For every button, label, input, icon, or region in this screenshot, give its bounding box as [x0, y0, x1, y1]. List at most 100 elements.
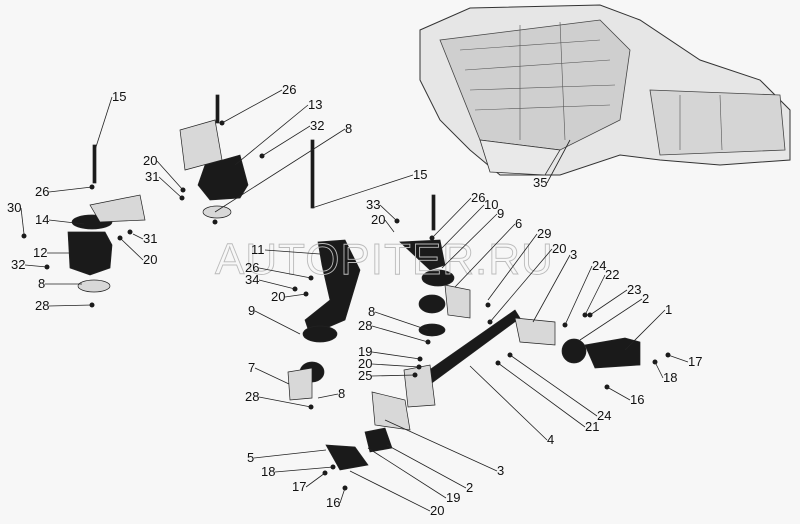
leader-line	[261, 125, 311, 157]
leader-line	[589, 289, 628, 316]
bracket-light-2	[89, 194, 146, 223]
bolt-15c	[92, 144, 97, 184]
callout-label: 12	[33, 245, 47, 260]
leader-line	[132, 233, 144, 240]
leader-line	[158, 176, 183, 199]
callout-label: 28	[358, 318, 372, 333]
leader-line	[497, 362, 586, 428]
plate-3	[403, 364, 436, 408]
callout-label: 9	[497, 206, 504, 221]
cushion-2	[561, 338, 587, 364]
callout-label: 14	[35, 212, 49, 227]
callout-label: 26	[282, 82, 296, 97]
bracket-1	[584, 337, 641, 369]
leader-line	[384, 219, 395, 233]
leader-line	[258, 279, 296, 290]
callout-label: 23	[627, 282, 641, 297]
callout-label: 26	[35, 184, 49, 199]
leader-line	[667, 354, 689, 363]
leader-line	[371, 325, 429, 343]
engine-assembly	[419, 4, 791, 176]
cushion-6	[418, 294, 446, 314]
callout-label: 3	[497, 463, 504, 478]
bolt-15d	[431, 194, 436, 231]
callout-label: 11	[251, 242, 265, 257]
leader-line	[584, 274, 606, 316]
callout-label: 7	[248, 360, 255, 375]
leader-line	[441, 213, 498, 269]
leader-line	[606, 386, 631, 401]
callout-label: 9	[248, 303, 255, 318]
callout-label: 8	[368, 304, 375, 319]
callout-label: 34	[245, 272, 259, 287]
callout-label: 20	[358, 356, 372, 371]
leader-line	[386, 444, 467, 489]
bracket-5	[325, 444, 369, 471]
parts	[21, 94, 671, 491]
callout-label: 20	[143, 252, 157, 267]
callout-label: 20	[552, 241, 566, 256]
callout-label: 32	[11, 257, 25, 272]
callout-label: 15	[112, 89, 126, 104]
leader-line	[349, 470, 431, 512]
leader-line	[371, 363, 420, 368]
washer-8b	[202, 205, 232, 219]
leader-line	[454, 223, 516, 288]
leader-line	[234, 104, 309, 166]
leader-line	[258, 396, 312, 408]
leader-line	[509, 354, 598, 417]
gusset-3	[371, 391, 411, 431]
leader-line	[311, 174, 414, 209]
leader-line	[94, 96, 113, 151]
leader-line	[489, 248, 553, 323]
callout-label: 29	[537, 226, 551, 241]
callout-label: 18	[261, 464, 275, 479]
cushion-housing-12	[67, 231, 113, 276]
leader-line	[624, 309, 666, 351]
callout-label: 24	[592, 258, 606, 273]
callout-label: 10	[484, 197, 498, 212]
leader-line	[258, 267, 312, 279]
callout-label: 33	[366, 197, 380, 212]
fastener	[21, 233, 27, 239]
callout-label: 24	[597, 408, 611, 423]
cushion-9	[302, 325, 338, 343]
leader-line	[339, 487, 346, 504]
callout-label: 25	[358, 368, 372, 383]
fastener	[127, 229, 133, 235]
callout-label: 32	[310, 118, 324, 133]
callout-label: 20	[271, 289, 285, 304]
leader-line	[431, 197, 472, 239]
leader-line	[564, 265, 593, 326]
leader-line	[284, 293, 307, 298]
callout-label: 17	[292, 479, 306, 494]
leader-line	[305, 472, 326, 488]
bracket-6	[444, 284, 471, 319]
callout-label: 13	[308, 97, 322, 112]
leader-line	[367, 447, 447, 499]
cushion-housing-13	[197, 154, 249, 201]
bolt-15b	[215, 94, 220, 124]
leader-line	[579, 298, 643, 341]
leader-line	[439, 204, 485, 251]
callout-label: 8	[345, 121, 352, 136]
leader-line	[384, 419, 498, 472]
callout-label: 8	[338, 386, 345, 401]
callout-label: 4	[547, 432, 554, 447]
callout-label: 20	[143, 153, 157, 168]
washer-8	[77, 279, 111, 293]
callout-label: 22	[605, 267, 619, 282]
callout-label: 19	[446, 490, 460, 505]
callout-label: 20	[371, 212, 385, 227]
watermark: AUTOPITER.RU	[215, 235, 554, 284]
leader-line	[24, 264, 48, 268]
fastener	[212, 219, 218, 225]
leader-line	[379, 204, 398, 222]
leader-line	[374, 311, 429, 331]
leader-line	[371, 351, 421, 360]
leader-line	[487, 233, 538, 301]
washer-8c	[418, 323, 446, 337]
callout-label: 26	[245, 260, 259, 275]
callout-label: 16	[326, 495, 340, 510]
